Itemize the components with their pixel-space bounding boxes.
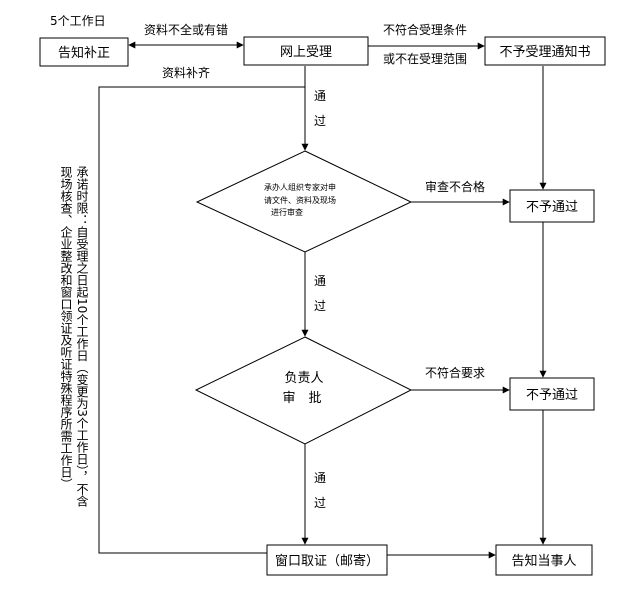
not-meet-cond-label: 不符合受理条件 bbox=[383, 22, 467, 37]
not-accept-notice-text: 不予受理通知书 bbox=[499, 44, 590, 60]
notify-party-box bbox=[495, 544, 593, 576]
left-loop-line bbox=[98, 86, 305, 554]
side-note-col3: 序所需工作日） bbox=[59, 406, 73, 490]
pass-label-3a: 通 bbox=[314, 471, 326, 485]
pass-label-3b: 过 bbox=[314, 496, 326, 510]
reject-text-1: 不予通过 bbox=[526, 200, 578, 215]
reject-text-2: 不予通过 bbox=[526, 388, 578, 403]
window-cert-text: 窗口取证（邮寄） bbox=[275, 553, 379, 569]
side-note-col2: 日），不含现场核查、企业整改和窗口领证及听证特殊程 bbox=[59, 166, 89, 507]
online-accept-text: 网上受理 bbox=[280, 45, 332, 60]
pass-label-1a: 通 bbox=[314, 89, 326, 103]
review-fail-label: 审查不合格 bbox=[425, 179, 485, 194]
side-note: 承诺时限：自受理之日起10个工作日（变更为3个工作日），不含现场核查、企业整改和… bbox=[30, 166, 90, 516]
not-meet-req-label: 不符合要求 bbox=[425, 365, 485, 380]
pass-label-2a: 通 bbox=[314, 274, 326, 288]
window-cert-box bbox=[266, 544, 388, 576]
not-in-scope-label: 或不在受理范围 bbox=[383, 52, 467, 66]
not-accept-notice-box bbox=[484, 36, 606, 66]
approve-line-1: 负责人 bbox=[284, 371, 323, 386]
approve-line-2: 审 批 bbox=[282, 391, 321, 406]
review-line-1: 承办人组织专家对申 bbox=[264, 182, 336, 192]
side-note-col1: 承诺时限：自受理之日起10个工作日（变更为3个工作 bbox=[75, 166, 89, 453]
online-accept-box bbox=[243, 36, 369, 66]
notify-party-text: 告知当事人 bbox=[511, 553, 576, 569]
incomplete-label: 资料不全或有错 bbox=[144, 22, 228, 37]
pass-label-1b: 过 bbox=[314, 114, 326, 128]
notice-supplement-text: 告知补正 bbox=[58, 45, 110, 61]
review-line-2: 请文件、资料及现场 bbox=[264, 195, 336, 205]
reject-box-1 bbox=[509, 189, 595, 223]
five-workdays-label: 5个工作日 bbox=[50, 14, 106, 28]
reject-box-2 bbox=[509, 377, 595, 411]
notice-supplement-box bbox=[39, 37, 129, 67]
review-line-3: 进行审查 bbox=[271, 207, 303, 217]
supplement-label: 资料补齐 bbox=[162, 65, 210, 80]
pass-label-2b: 过 bbox=[314, 299, 326, 313]
